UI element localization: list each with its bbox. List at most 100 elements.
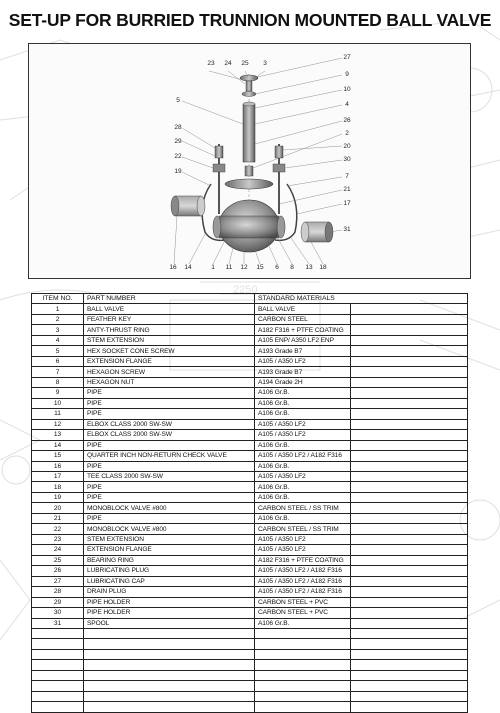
callout-6: 6 [275, 264, 279, 271]
item-no-cell: 12 [31, 418, 84, 431]
blank-cell [349, 523, 469, 535]
blank-cell [349, 586, 469, 598]
item-no-cell: 22 [31, 523, 84, 535]
callout-11: 11 [225, 264, 233, 271]
material-cell: A182 F316 + PTFE COATING [254, 324, 351, 336]
header-item-no: ITEM NO. [31, 292, 84, 305]
part-number-cell: EXTENSION FLANGE [83, 544, 255, 556]
part-number-cell: PIPE [83, 387, 255, 399]
part-number-cell: STEM EXTENSION [83, 334, 255, 347]
item-no-cell: 2 [31, 313, 84, 326]
empty-table-row [31, 627, 469, 640]
material-cell: A105 / A350 LF2 / A182 F316 [254, 565, 351, 577]
material-cell: CARBON STEEL [254, 313, 351, 326]
material-cell: A105 / A350 LF2 [254, 544, 351, 556]
part-number-cell: PIPE [83, 512, 255, 525]
item-no-cell: 16 [31, 460, 84, 472]
blank-cell [349, 460, 469, 472]
empty-cell [31, 659, 84, 671]
item-no-cell: 7 [31, 366, 84, 378]
empty-cell [349, 638, 469, 650]
item-no-cell: 11 [31, 408, 84, 420]
material-cell: A106 Gr.B. [254, 397, 351, 410]
item-no-cell: 13 [31, 429, 84, 441]
blank-cell [349, 355, 469, 368]
item-no-cell: 25 [31, 554, 84, 567]
blank-cell [349, 575, 469, 588]
item-no-cell: 10 [31, 397, 84, 410]
empty-cell [83, 680, 255, 692]
item-no-cell: 9 [31, 387, 84, 399]
item-no-cell: 18 [31, 481, 84, 493]
callout-7: 7 [345, 173, 349, 180]
callout-15: 15 [256, 264, 264, 271]
empty-cell [31, 669, 84, 682]
empty-cell [349, 690, 469, 703]
blank-cell [349, 387, 469, 399]
part-number-cell: HEXAGON NUT [83, 376, 255, 389]
callout-1: 1 [211, 264, 215, 271]
callout-14: 14 [184, 264, 192, 271]
part-number-cell: PIPE [83, 460, 255, 472]
callout-18: 18 [319, 264, 327, 271]
material-cell: CARBON STEEL / SS TRIM [254, 502, 351, 514]
item-no-cell: 5 [31, 345, 84, 357]
item-no-cell: 27 [31, 575, 84, 588]
callout-10: 10 [343, 86, 351, 93]
header-part-number: PART NUMBER [83, 292, 255, 305]
blank-cell [349, 439, 469, 452]
callout-27: 27 [343, 54, 351, 61]
item-no-cell: 31 [31, 617, 84, 630]
blank-cell [349, 470, 469, 483]
part-number-cell: PIPE [83, 439, 255, 452]
blank-cell [349, 607, 469, 619]
blank-cell [349, 303, 469, 315]
extension-flange-part [224, 178, 274, 190]
empty-cell [31, 701, 84, 713]
empty-cell [254, 690, 351, 703]
part-number-cell: PIPE [83, 491, 255, 504]
empty-cell [31, 648, 84, 661]
empty-cell [83, 638, 255, 650]
material-cell: A106 Gr.B. [254, 387, 351, 399]
callout-2: 2 [345, 130, 349, 137]
material-cell: A105 ENP/ A350 LF2 ENP [254, 334, 351, 347]
callout-17: 17 [343, 200, 351, 207]
callout-16: 16 [169, 264, 177, 271]
item-no-cell: 8 [31, 376, 84, 389]
callout-23: 23 [207, 60, 215, 67]
blank-cell [349, 418, 469, 431]
empty-cell [254, 659, 351, 671]
empty-cell [254, 638, 351, 650]
empty-cell [254, 627, 351, 640]
material-cell: A106 Gr.B. [254, 481, 351, 493]
material-cell: A105 / A350 LF2 [254, 533, 351, 546]
part-number-cell: PIPE HOLDER [83, 607, 255, 619]
part-number-cell: BEARING RING [83, 554, 255, 567]
material-cell: CARBON STEEL + PVC [254, 596, 351, 609]
blank-cell [349, 554, 469, 567]
empty-table-row [31, 690, 469, 703]
empty-cell [83, 648, 255, 661]
blank-cell [349, 376, 469, 389]
parts-list-table: ITEM NO. PART NUMBER STANDARD MATERIALS … [31, 292, 469, 713]
empty-table-row [31, 648, 469, 661]
part-number-cell: PIPE [83, 408, 255, 420]
callout-30: 30 [343, 156, 351, 163]
material-cell: BALL VALVE [254, 303, 351, 315]
empty-cell [349, 701, 469, 713]
